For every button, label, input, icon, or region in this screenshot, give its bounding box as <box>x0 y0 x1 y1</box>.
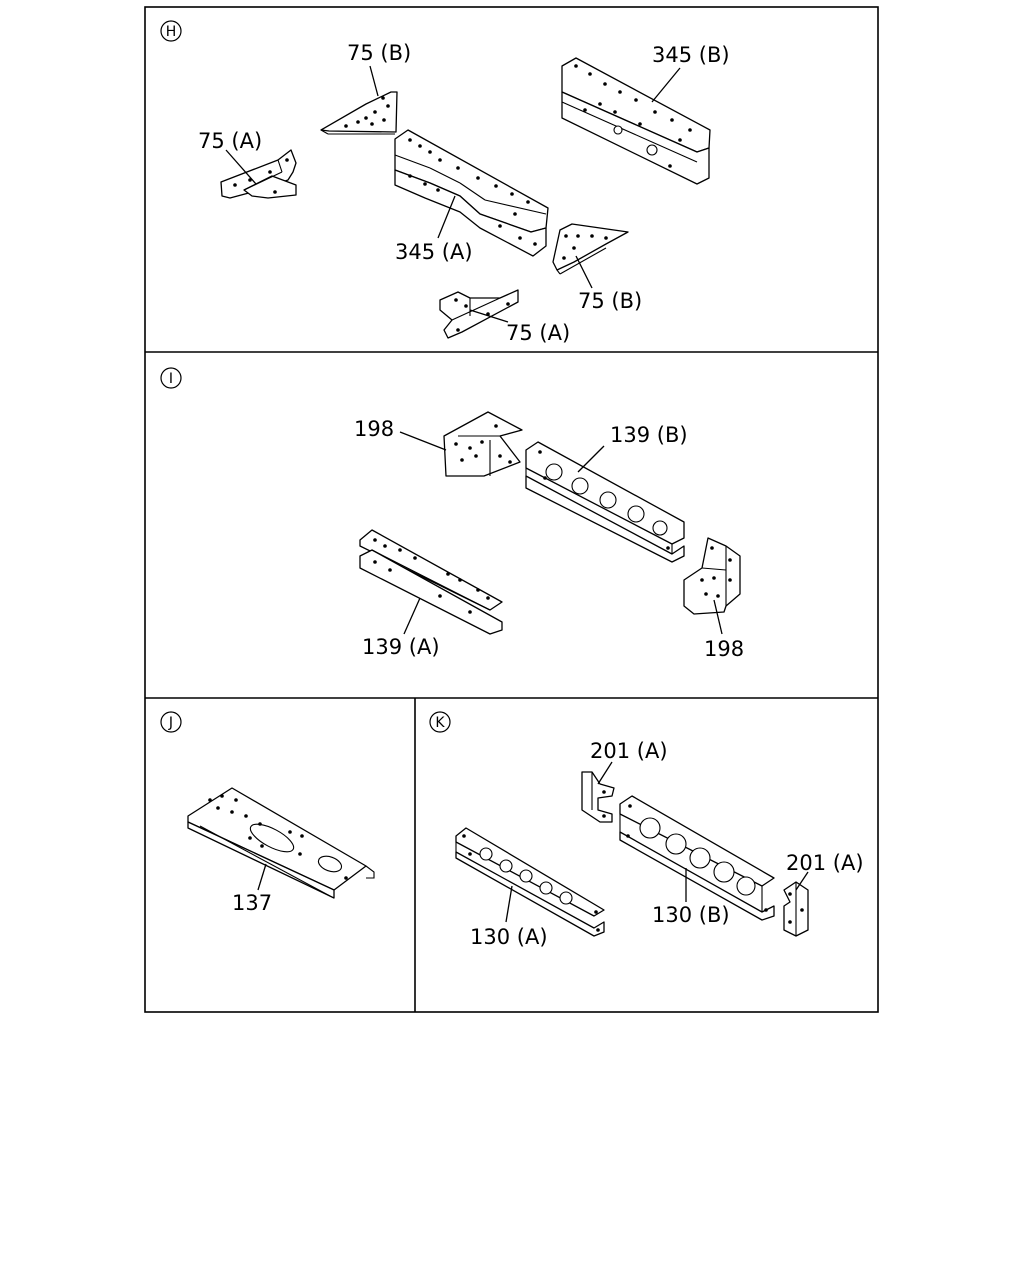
callout-137: 137 <box>232 863 272 915</box>
callout-201a-lower: 201 (A) <box>786 851 864 891</box>
part-75a-lower <box>439 289 519 339</box>
section-marker-k: K <box>429 711 451 733</box>
svg-text:345 (A): 345 (A) <box>395 240 473 264</box>
callout-198-upper: 198 <box>354 417 447 451</box>
part-137 <box>187 787 375 899</box>
callout-75a-lower: 75 (A) <box>469 309 570 345</box>
section-marker-h: H <box>160 20 182 42</box>
svg-text:345 (B): 345 (B) <box>652 43 730 67</box>
callout-139b: 139 (B) <box>577 423 688 473</box>
callout-198-lower: 198 <box>704 599 744 661</box>
part-139b <box>525 441 685 563</box>
section-marker-i: I <box>160 367 182 389</box>
svg-text:137: 137 <box>232 891 272 915</box>
part-130a <box>455 827 605 937</box>
svg-text:75 (B): 75 (B) <box>578 289 642 313</box>
svg-text:75 (A): 75 (A) <box>198 129 262 153</box>
svg-text:198: 198 <box>704 637 744 661</box>
svg-text:201 (A): 201 (A) <box>590 739 668 763</box>
svg-text:75 (A): 75 (A) <box>506 321 570 345</box>
part-75b-lower <box>552 223 629 275</box>
callout-201a-upper: 201 (A) <box>590 739 668 785</box>
callout-75a-upper: 75 (A) <box>198 129 262 185</box>
callout-130b: 130 (B) <box>652 868 730 927</box>
part-139a <box>359 529 503 635</box>
svg-text:I: I <box>169 371 173 387</box>
svg-text:75 (B): 75 (B) <box>347 41 411 65</box>
svg-text:139 (B): 139 (B) <box>610 423 688 447</box>
svg-text:K: K <box>435 715 445 731</box>
part-75a-upper <box>220 149 297 199</box>
section-marker-j: J <box>160 711 182 733</box>
part-75b-upper <box>320 91 398 135</box>
part-345a <box>394 129 549 257</box>
callout-75b-upper: 75 (B) <box>347 41 411 97</box>
svg-text:198: 198 <box>354 417 394 441</box>
part-345b <box>561 57 711 185</box>
part-201a-upper <box>581 771 615 823</box>
callout-139a: 139 (A) <box>362 597 440 659</box>
part-198-lower <box>683 537 741 615</box>
svg-text:130 (A): 130 (A) <box>470 925 548 949</box>
part-130b <box>619 795 775 921</box>
callout-130a: 130 (A) <box>470 885 548 949</box>
svg-text:J: J <box>168 715 173 731</box>
svg-text:139 (A): 139 (A) <box>362 635 440 659</box>
part-201a-lower <box>783 881 809 937</box>
svg-text:130 (B): 130 (B) <box>652 903 730 927</box>
callout-345b: 345 (B) <box>651 43 730 103</box>
part-198-upper <box>443 411 523 477</box>
svg-text:201 (A): 201 (A) <box>786 851 864 875</box>
panel-frames <box>144 6 879 1013</box>
outer-frame <box>144 6 879 1013</box>
svg-text:H: H <box>166 24 177 40</box>
callout-75b-lower: 75 (B) <box>575 255 642 313</box>
callout-345a: 345 (A) <box>395 195 473 264</box>
